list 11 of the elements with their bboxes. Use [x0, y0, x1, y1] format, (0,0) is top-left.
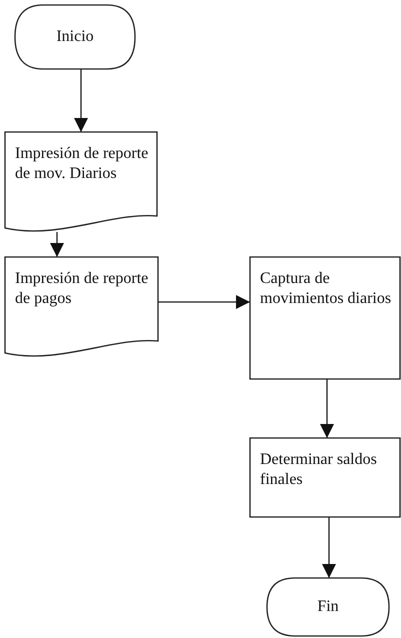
node-label: Determinar saldos finales	[260, 450, 378, 490]
arrow	[322, 517, 336, 578]
arrow	[74, 69, 88, 132]
node-label: Impresión de reporte de pagos	[15, 269, 150, 309]
node-label: Fin	[316, 597, 340, 617]
node-label: Captura de movimientos diarios	[260, 269, 392, 309]
arrow	[158, 295, 250, 309]
arrow	[320, 379, 334, 438]
node-label: Inicio	[55, 27, 95, 47]
node-label: Impresión de reporte de mov. Diarios	[15, 144, 150, 184]
arrow	[50, 232, 64, 257]
